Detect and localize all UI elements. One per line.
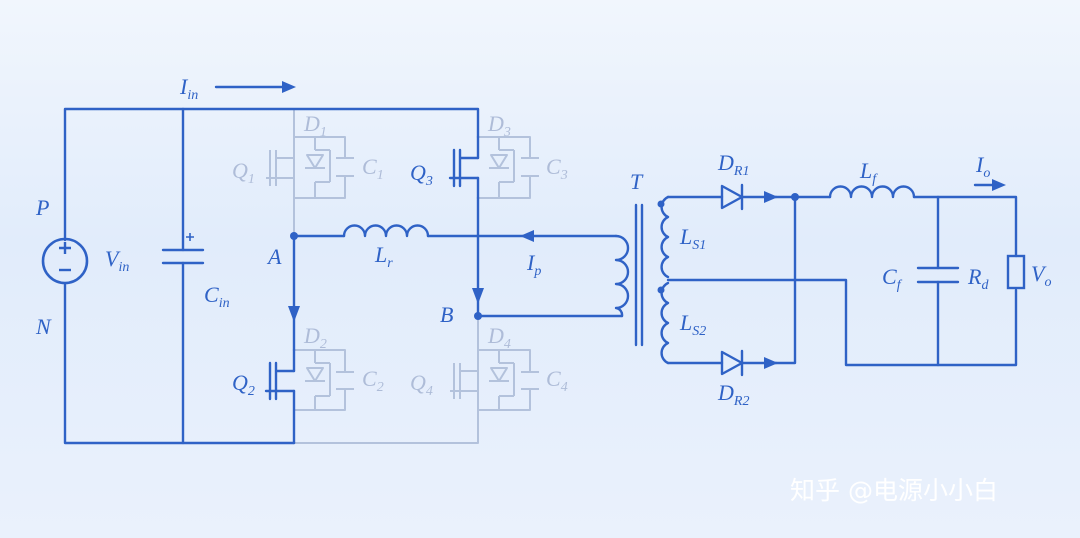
vo-label: Vo (1031, 261, 1051, 290)
dr1-label: DR1 (717, 150, 749, 179)
lr-label: Lr (374, 242, 393, 271)
capacitor-cf (916, 195, 960, 367)
rectifier-node (791, 193, 799, 201)
snubber-d3-c3 (478, 136, 539, 199)
ls1-label: LS1 (679, 224, 706, 253)
top-rail (63, 107, 480, 242)
switch-q4 (450, 349, 539, 411)
p-label: P (35, 195, 49, 220)
node-a-dot (290, 232, 298, 240)
inductor-lr (342, 224, 430, 238)
diode-dr1 (720, 183, 832, 211)
q1-label: Q1 (232, 158, 255, 187)
transformer-core (634, 203, 644, 347)
switch-q2 (264, 348, 296, 445)
node-b-dot (474, 312, 482, 320)
c3-label: C3 (546, 154, 568, 183)
a-down-arrowhead (288, 306, 300, 322)
transformer-primary (614, 234, 630, 318)
io-arrowhead (992, 179, 1006, 191)
lf-label: Lf (859, 158, 878, 187)
q3-label: Q3 (410, 160, 433, 189)
b-down-arrowhead (472, 288, 484, 304)
secondary-ls2 (660, 281, 670, 365)
active-elements (41, 81, 1026, 445)
node-a-label: A (266, 244, 282, 269)
voltage-source (41, 237, 89, 285)
d4-label: D4 (487, 323, 511, 352)
labels: Iin P N Vin Cin A B Lr Ip Q3 Q2 T LS1 LS… (35, 74, 1051, 409)
c1-label: C1 (362, 154, 384, 183)
n-label: N (35, 314, 52, 339)
watermark: 知乎 @电源小小白 (790, 476, 998, 505)
t-label: T (630, 169, 644, 194)
node-b-label: B (440, 302, 453, 327)
switch-q3 (448, 135, 480, 200)
q4-label: Q4 (410, 370, 433, 399)
output-top-rail (912, 195, 1018, 258)
c4-label: C4 (546, 366, 568, 395)
bottom-rail (63, 282, 296, 445)
io-label: Io (975, 152, 990, 181)
resistor-rd (1006, 254, 1026, 290)
ip-label: Ip (526, 250, 541, 279)
diode-dr2 (720, 195, 797, 377)
dr2-label: DR2 (717, 380, 749, 409)
ls2-label: LS2 (679, 310, 706, 339)
inductor-lf (828, 185, 916, 199)
faded-elements: Q1 D1 C1 D3 C3 D2 C2 Q4 D4 C4 (232, 109, 568, 444)
switch-q1 (266, 136, 354, 199)
wire-b-primary (476, 234, 624, 318)
q2-label: Q2 (232, 370, 255, 399)
iin-label: Iin (179, 74, 198, 103)
d2-label: D2 (303, 323, 327, 352)
rd-label: Rd (967, 264, 989, 293)
cin-label: Cin (204, 282, 230, 311)
d3-label: D3 (487, 111, 511, 140)
secondary-ls1 (660, 195, 670, 279)
d1-label: D1 (303, 111, 327, 140)
cf-label: Cf (882, 264, 903, 293)
capacitor-cin (161, 107, 205, 445)
center-tap-return (666, 278, 1018, 367)
ip-arrowhead (520, 230, 534, 242)
vin-label: Vin (105, 246, 129, 275)
snubber-d2-c2 (294, 349, 354, 411)
c2-label: C2 (362, 366, 384, 395)
iin-arrowhead (282, 81, 296, 93)
secondary-ends (666, 195, 724, 365)
